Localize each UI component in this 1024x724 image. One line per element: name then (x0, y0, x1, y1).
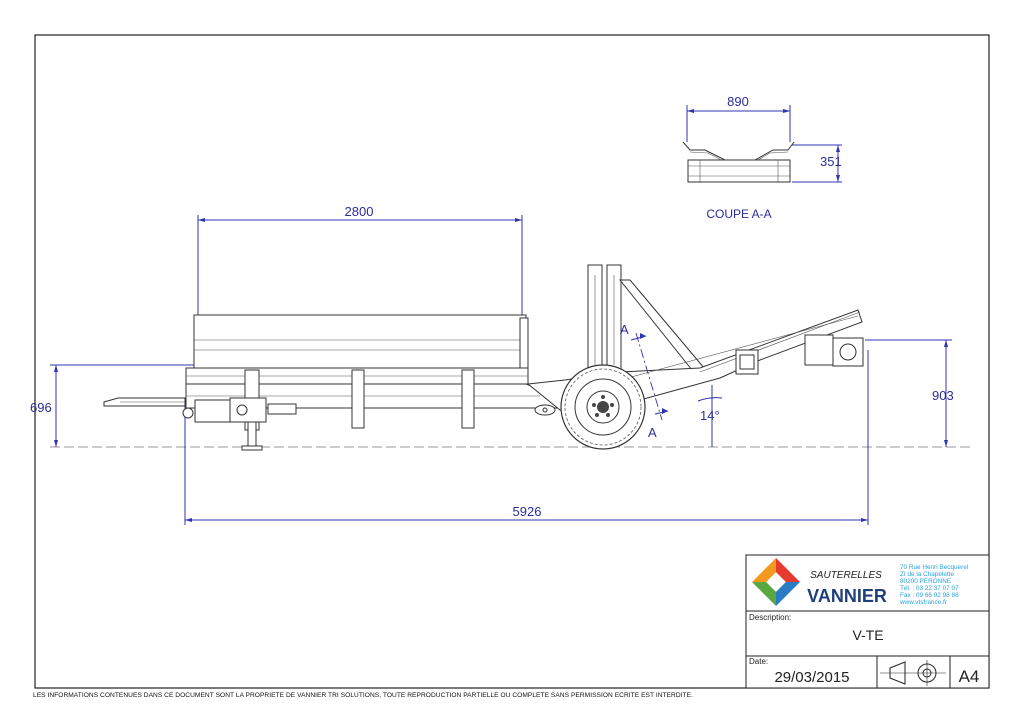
date-label: Date: (749, 657, 768, 666)
vannier-logo (752, 558, 800, 606)
hopper-bed (193, 314, 527, 371)
section-cut-line (635, 332, 663, 421)
section-view: 890 351 COUPE A-A (682, 94, 842, 221)
section-marker-top: A (620, 322, 629, 337)
section-width-label: 890 (727, 94, 749, 109)
description-value: V-TE (852, 627, 883, 643)
section-title: COUPE A-A (706, 207, 771, 221)
section-frame (687, 159, 791, 183)
footer-notice: LES INFORMATIONS CONTENUES DANS CE DOCUM… (33, 692, 693, 699)
title-block: SAUTERELLES VANNIER 70 Rue Henri Becquer… (745, 554, 990, 689)
section-height-label: 351 (820, 154, 842, 169)
bed-length-label: 2800 (345, 204, 374, 219)
address-line-1: 70 Rue Henri Becquerel (900, 564, 968, 571)
description-label: Description: (749, 613, 791, 622)
angle-label: 14° (700, 408, 720, 423)
section-marker-bottom: A (648, 425, 657, 440)
address-line-5: Fax : 09 66 92 98 86 (900, 592, 959, 599)
wheel (560, 364, 646, 450)
brand-top: SAUTERELLES (810, 570, 882, 581)
sheet-border (34, 34, 990, 689)
address-line-6: www.vtsfrance.fr (899, 599, 948, 606)
rear-height-label: 903 (932, 388, 954, 403)
projection-symbol (880, 660, 946, 686)
address-line-2: ZI de la Chapelette (900, 571, 954, 578)
motor (804, 334, 834, 366)
side-view: 2800 696 903 5926 14° (30, 204, 970, 525)
address-line-3: 80200 PERONNE (900, 578, 951, 585)
front-height-label: 696 (30, 400, 52, 415)
inclined-strut (618, 279, 711, 381)
sheet-size: A4 (959, 667, 980, 686)
brand-main: VANNIER (807, 586, 887, 606)
overall-length-label: 5926 (513, 504, 542, 519)
address-line-4: Tél. : 03 22 37 07 07 (900, 585, 959, 592)
date-value: 29/03/2015 (774, 669, 849, 686)
